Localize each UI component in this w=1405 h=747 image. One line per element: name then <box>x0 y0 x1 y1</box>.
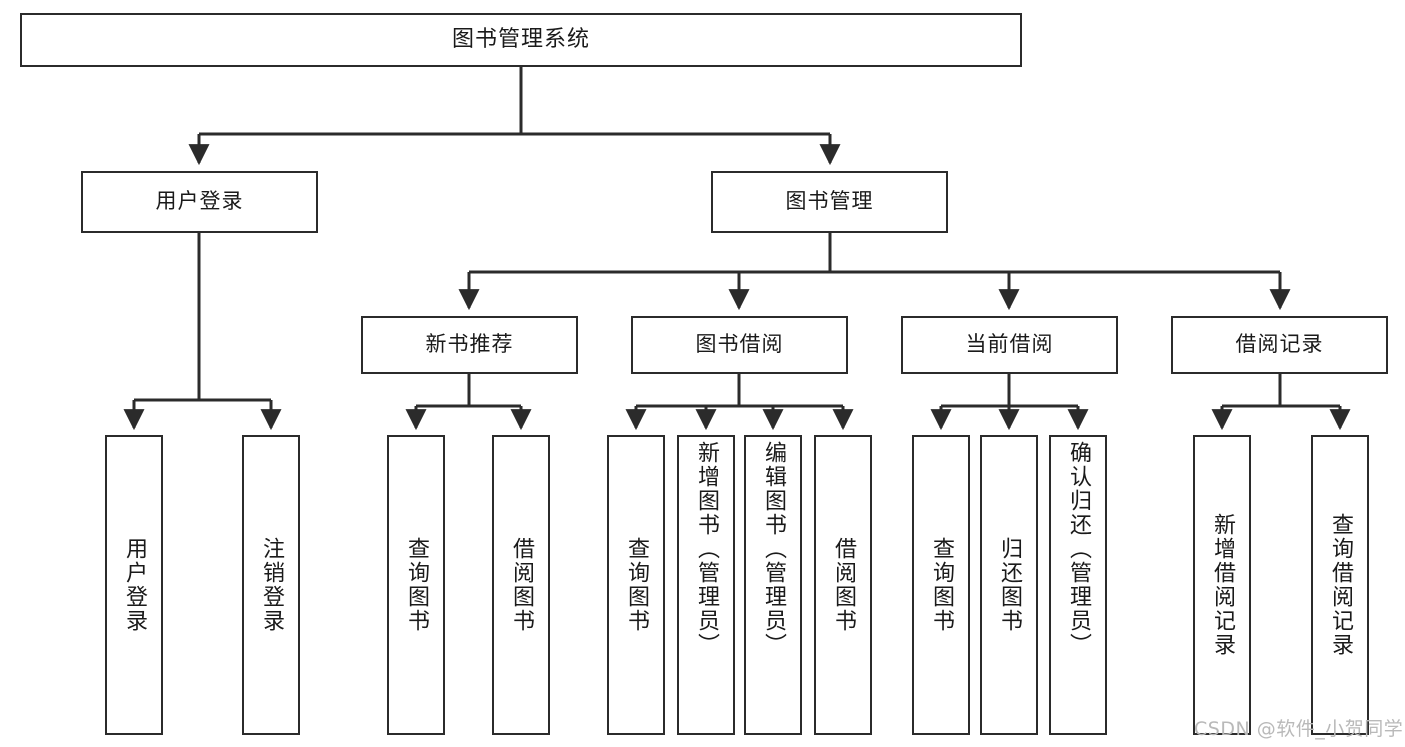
node-label: 归还图书 <box>997 537 1022 633</box>
node-label: 图书管理系统 <box>451 26 590 52</box>
node-label: 用户登录 <box>122 537 147 633</box>
leaf-br-add-record[interactable]: 新增借阅记录 <box>1193 435 1251 735</box>
node-label: 借阅记录 <box>1235 332 1324 357</box>
node-label: 查询图书 <box>929 537 954 633</box>
leaf-nb-query-book[interactable]: 查询图书 <box>387 435 445 735</box>
leaf-cb-return-book[interactable]: 归还图书 <box>980 435 1038 735</box>
node-label: 新增借阅记录 <box>1210 513 1235 657</box>
leaf-bb-edit-book-admin[interactable]: 编辑图书（管理员） <box>744 435 802 735</box>
leaf-bb-borrow-book[interactable]: 借阅图书 <box>814 435 872 735</box>
node-new-book-recommend[interactable]: 新书推荐 <box>361 316 578 374</box>
node-label: 注销登录 <box>259 537 284 633</box>
node-user-login[interactable]: 用户登录 <box>81 171 318 233</box>
node-label: 图书管理 <box>785 189 874 214</box>
node-label: 新书推荐 <box>425 332 514 357</box>
leaf-bb-add-book-admin[interactable]: 新增图书（管理员） <box>677 435 735 735</box>
node-label: 查询图书 <box>404 537 429 633</box>
node-label: 借阅图书 <box>831 537 856 633</box>
node-label: 确认归还（管理员） <box>1066 441 1091 657</box>
node-label: 查询图书 <box>624 537 649 633</box>
leaf-cb-confirm-return-admin[interactable]: 确认归还（管理员） <box>1049 435 1107 735</box>
leaf-nb-borrow-book[interactable]: 借阅图书 <box>492 435 550 735</box>
node-label: 图书借阅 <box>695 332 784 357</box>
leaf-bb-query-book[interactable]: 查询图书 <box>607 435 665 735</box>
node-current-borrow[interactable]: 当前借阅 <box>901 316 1118 374</box>
node-label: 当前借阅 <box>965 332 1054 357</box>
node-book-borrow[interactable]: 图书借阅 <box>631 316 848 374</box>
leaf-user-login[interactable]: 用户登录 <box>105 435 163 735</box>
node-book-management[interactable]: 图书管理 <box>711 171 948 233</box>
leaf-cb-query-book[interactable]: 查询图书 <box>912 435 970 735</box>
leaf-logout[interactable]: 注销登录 <box>242 435 300 735</box>
node-label: 编辑图书（管理员） <box>761 441 786 657</box>
node-label: 查询借阅记录 <box>1328 513 1353 657</box>
node-label: 用户登录 <box>155 189 244 214</box>
node-root-book-management-system[interactable]: 图书管理系统 <box>20 13 1022 67</box>
node-label: 新增图书（管理员） <box>694 441 719 657</box>
node-borrow-record[interactable]: 借阅记录 <box>1171 316 1388 374</box>
node-label: 借阅图书 <box>509 537 534 633</box>
csdn-watermark: CSDN @软件_小贺同学 <box>1194 718 1404 740</box>
leaf-br-query-record[interactable]: 查询借阅记录 <box>1311 435 1369 735</box>
